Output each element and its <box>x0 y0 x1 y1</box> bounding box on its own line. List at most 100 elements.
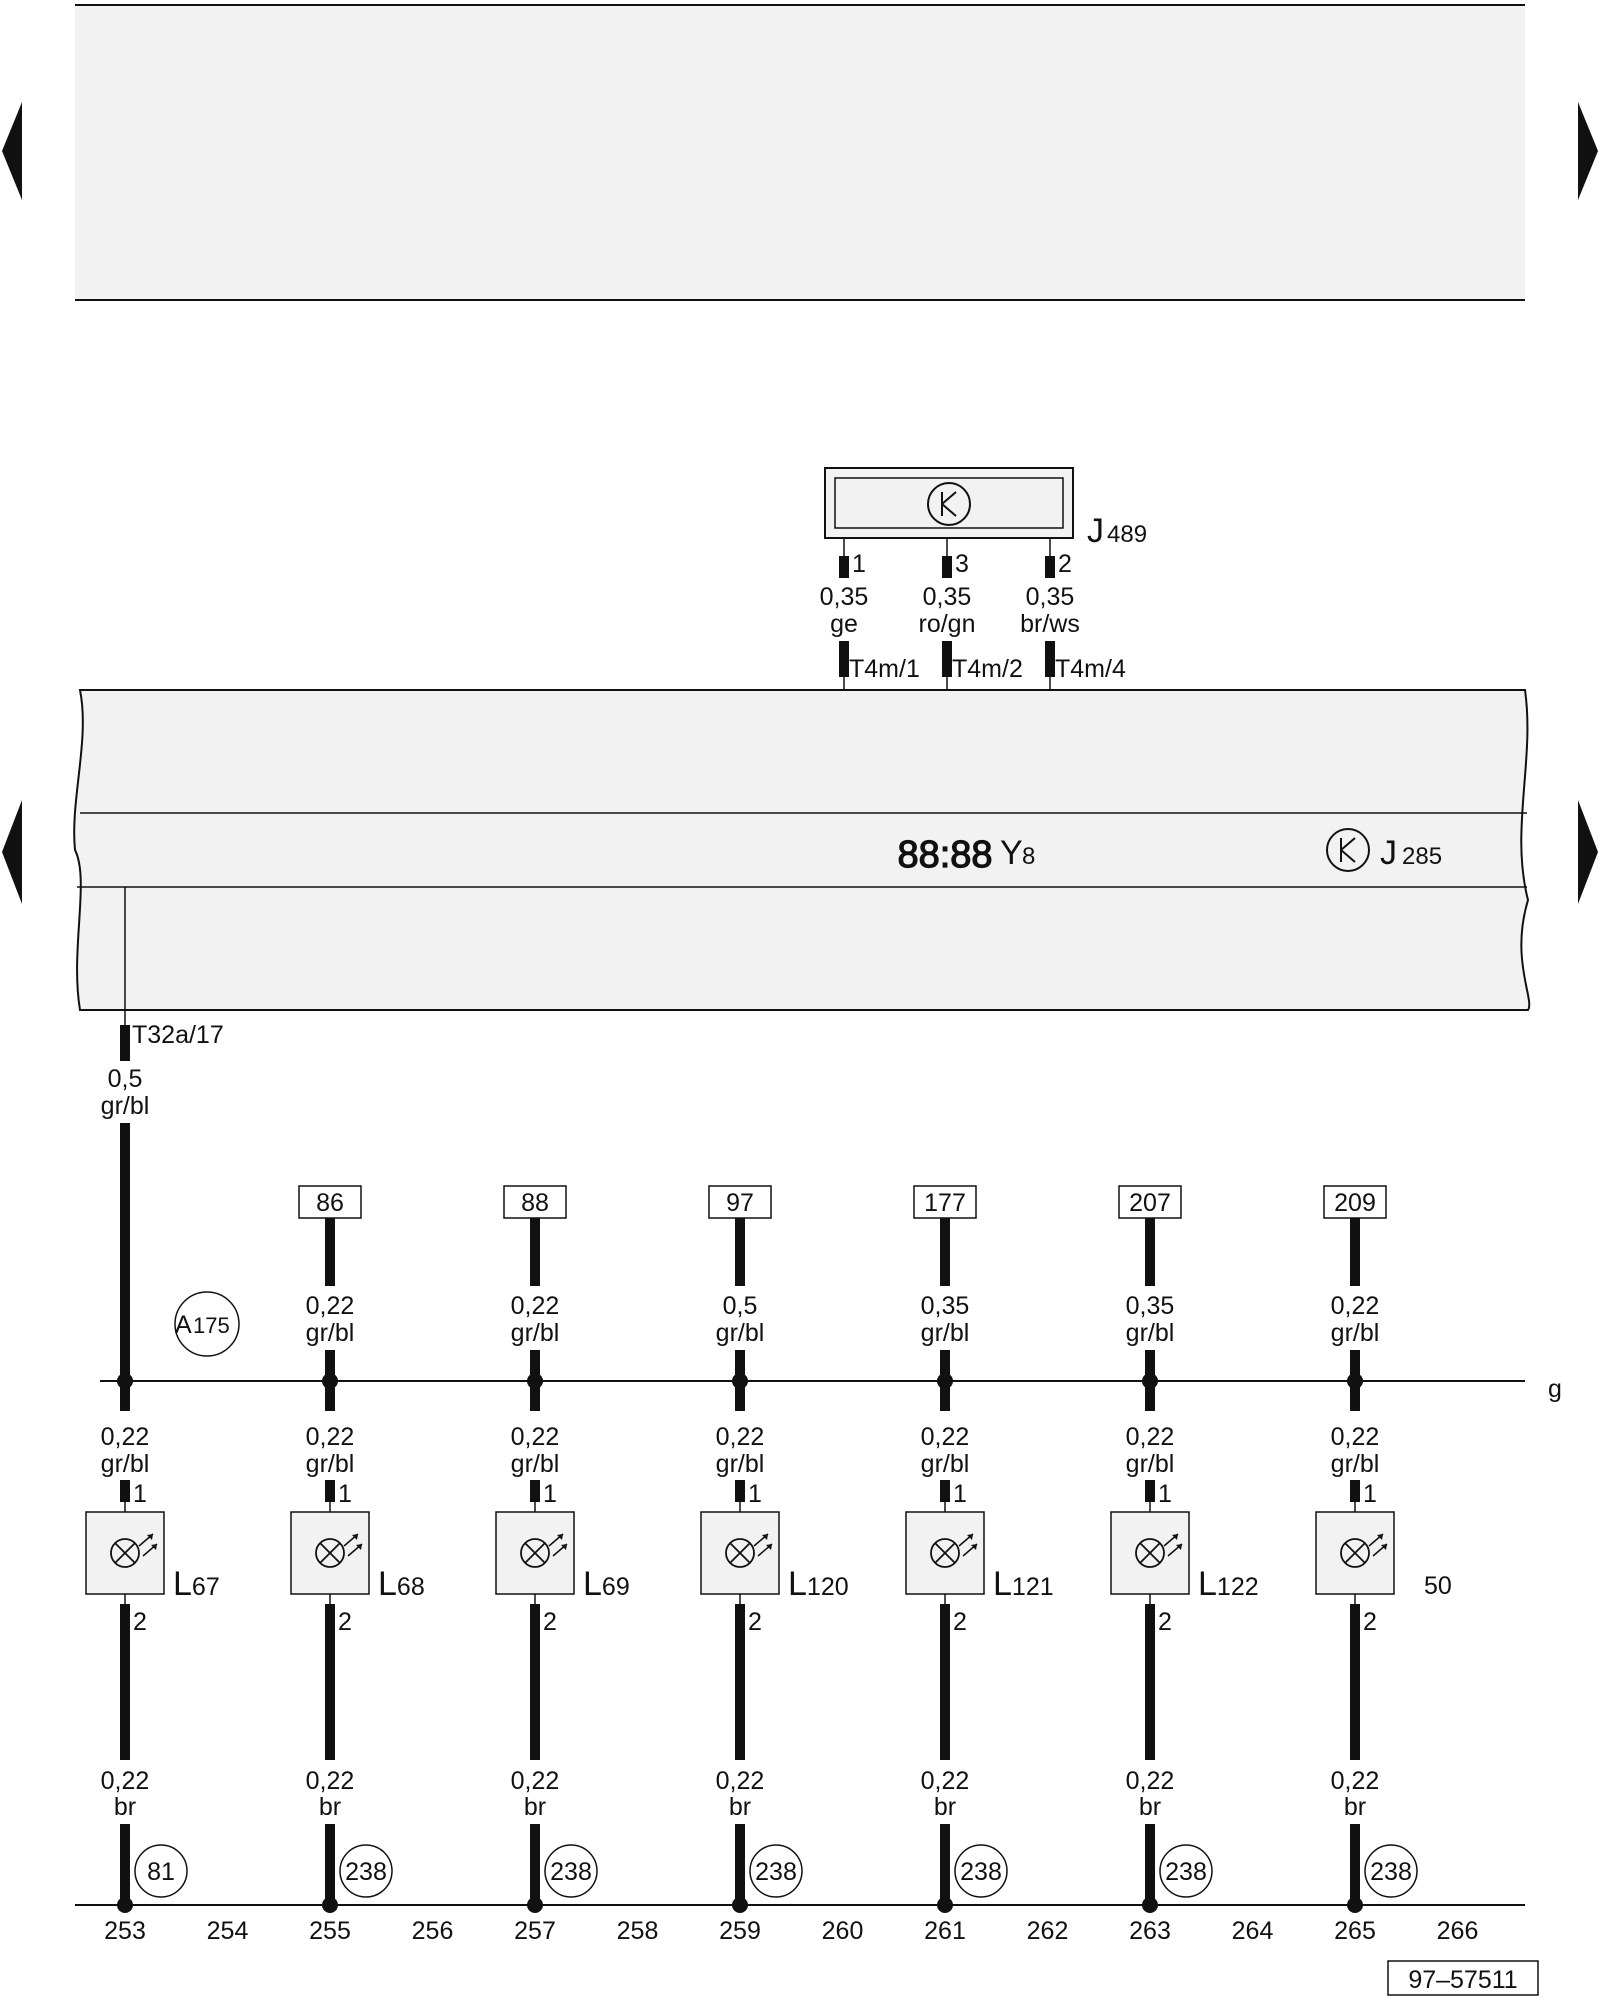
pin-number: 2 <box>543 1608 557 1636</box>
lamp-label: L69 <box>583 1565 630 1603</box>
pin-stub <box>1145 1480 1155 1502</box>
ground-number: 81 <box>147 1858 175 1886</box>
lamp-bulb-icon <box>1135 1533 1183 1568</box>
pin-stub <box>735 1480 745 1502</box>
wire-size: 0,22 <box>1126 1767 1175 1795</box>
wire-color: gr/bl <box>1126 1319 1175 1347</box>
wire-segment <box>940 1381 950 1411</box>
wire-color: br/ws <box>1020 610 1080 638</box>
control-unit-symbol-icon <box>1326 828 1370 872</box>
ref-box[interactable] <box>503 1185 567 1219</box>
ruler-number: 261 <box>924 1917 966 1945</box>
lamp-label: L120 <box>788 1565 849 1603</box>
ground-ref[interactable]: 238 <box>1364 1844 1418 1898</box>
ground-ref[interactable]: 238 <box>339 1844 393 1898</box>
next-page-arrow-icon[interactable] <box>1578 102 1598 200</box>
lamp-sub: 67 <box>192 1573 220 1601</box>
pin-number: 2 <box>338 1608 352 1636</box>
wire-segment <box>1350 1381 1360 1411</box>
pin-number: 3 <box>955 550 969 578</box>
pin-stub <box>1350 1604 1360 1614</box>
instrument-panel: 88:88 Y 8 J 285 <box>73 689 1531 1011</box>
ref-box[interactable] <box>708 1185 772 1219</box>
pin-stub <box>940 1480 950 1502</box>
ref-box[interactable] <box>1323 1185 1387 1219</box>
wire-color: gr/bl <box>1331 1319 1380 1347</box>
junction-dot <box>527 1897 543 1913</box>
pin-stub <box>325 1604 335 1614</box>
j489-pin-3: 3 0,35 ro/gn T4m/2 <box>919 538 1023 813</box>
ruler-number: 255 <box>309 1917 351 1945</box>
prev-page-arrow-icon[interactable] <box>2 102 22 200</box>
wire-segment <box>940 1350 950 1381</box>
ref-box[interactable] <box>298 1185 362 1219</box>
lamp-bulb-icon <box>930 1533 978 1568</box>
wire-segment <box>1350 1614 1360 1760</box>
ground-ref[interactable]: 238 <box>544 1844 598 1898</box>
ruler-number: 258 <box>617 1917 659 1945</box>
pin-stub <box>120 1604 130 1614</box>
wire-size: 0,22 <box>921 1767 970 1795</box>
lamp-box <box>700 1511 780 1595</box>
ground-ref[interactable]: 238 <box>954 1844 1008 1898</box>
lamp-extra-label: 50 <box>1424 1572 1452 1600</box>
wire-size: 0,35 <box>923 583 972 611</box>
wire-segment <box>1145 1218 1155 1286</box>
wire-size: 0,22 <box>101 1423 150 1451</box>
pin-stub <box>940 1604 950 1614</box>
ground-ref[interactable]: 81 <box>134 1844 188 1898</box>
pin-stub <box>735 1604 745 1614</box>
ruler-number: 254 <box>207 1917 249 1945</box>
wire-color: gr/bl <box>511 1450 560 1478</box>
prev-section-arrow-icon[interactable] <box>2 800 22 904</box>
wire-size: 0,22 <box>921 1423 970 1451</box>
lamp-box <box>495 1511 575 1595</box>
lamp-label: L67 <box>173 1565 220 1603</box>
ref-box[interactable] <box>913 1185 977 1219</box>
wire-size: 0,22 <box>306 1292 355 1320</box>
wire-size: 0,5 <box>108 1065 143 1093</box>
j489-pin-1: 1 0,35 ge T4m/1 <box>820 538 920 813</box>
ground-ref[interactable]: 238 <box>1159 1844 1213 1898</box>
wire-size: 0,22 <box>511 1423 560 1451</box>
pin-stub <box>120 1480 130 1502</box>
wire-color: gr/bl <box>716 1319 765 1347</box>
wire-size: 0,35 <box>921 1292 970 1320</box>
junction-sub: 175 <box>193 1313 230 1338</box>
junction-dot <box>732 1897 748 1913</box>
lamp-letter: L <box>1198 1565 1217 1603</box>
display-glyph: 88:88 <box>897 834 992 876</box>
lamp-sub: 121 <box>1012 1573 1054 1601</box>
lamp-bulb-icon <box>315 1533 363 1568</box>
ref-box[interactable] <box>1118 1185 1182 1219</box>
wire-segment <box>120 1824 130 1905</box>
pin-number: 2 <box>1363 1608 1377 1636</box>
ground-number: 238 <box>345 1858 387 1886</box>
ground-number: 238 <box>1370 1858 1412 1886</box>
figure-id: 97–57511 <box>1408 1966 1517 1994</box>
wire-size: 0,35 <box>820 583 869 611</box>
wire-size: 0,22 <box>306 1767 355 1795</box>
lamp-box <box>905 1511 985 1595</box>
wire-segment <box>325 1614 335 1760</box>
ruler-number: 253 <box>104 1917 146 1945</box>
pin-number: 1 <box>748 1480 762 1508</box>
wire-segment <box>120 1614 130 1760</box>
wire-segment <box>530 1218 540 1286</box>
pin-number: 2 <box>133 1608 147 1636</box>
wire-size: 0,22 <box>716 1423 765 1451</box>
wire-color: gr/bl <box>921 1450 970 1478</box>
wire-color: br <box>524 1793 546 1821</box>
ref-number: 177 <box>924 1189 966 1217</box>
wire-color: gr/bl <box>511 1319 560 1347</box>
ground-ref[interactable]: 238 <box>749 1844 803 1898</box>
figure-id-box: 97–57511 <box>1387 1960 1539 1996</box>
lamp-label: L121 <box>993 1565 1054 1603</box>
next-section-arrow-icon[interactable] <box>1578 800 1598 904</box>
wire-size: 0,22 <box>511 1292 560 1320</box>
pin-number: 2 <box>1158 1608 1172 1636</box>
wire-segment <box>735 1350 745 1381</box>
